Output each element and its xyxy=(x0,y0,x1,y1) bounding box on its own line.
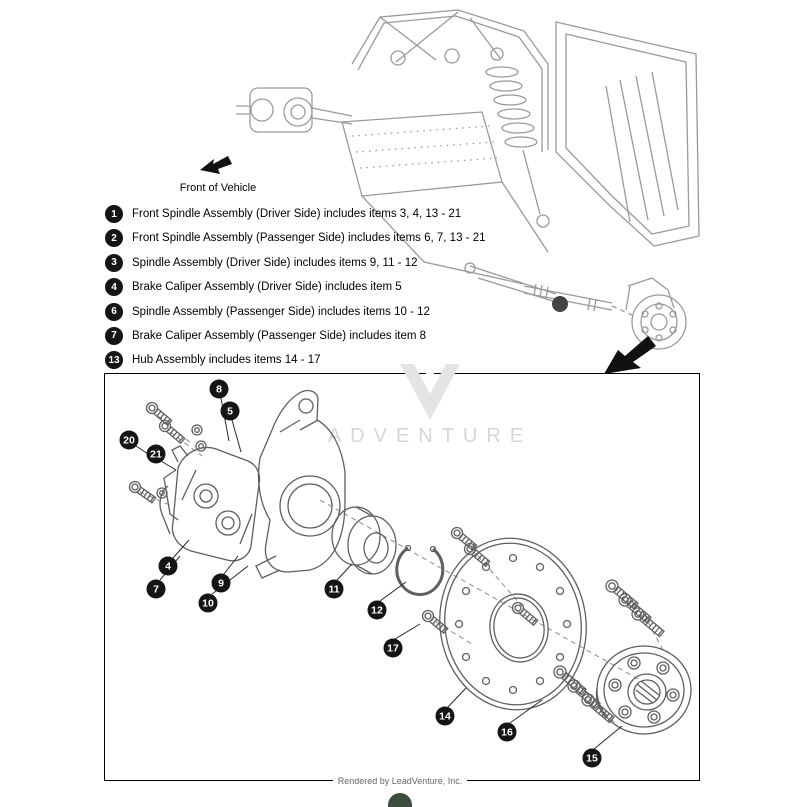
legend-item: 2 Front Spindle Assembly (Passenger Side… xyxy=(105,229,486,248)
callout-11: 11 xyxy=(324,579,344,599)
caliper-bolts-drawing xyxy=(126,399,207,506)
callout-9: 9 xyxy=(211,573,231,593)
assembly-axis-lines xyxy=(139,415,665,723)
callout-4: 4 xyxy=(158,556,178,576)
spindle-knuckle-drawing xyxy=(255,389,346,579)
exploded-view-drawing xyxy=(126,389,692,750)
legend-item-text: Brake Caliper Assembly (Passenger Side) … xyxy=(132,329,427,342)
legend-item-text: Hub Assembly includes items 14 - 17 xyxy=(132,354,321,367)
footer-credit: Rendered by LeadVenture, Inc. xyxy=(0,776,800,786)
callout-10: 10 xyxy=(198,593,218,613)
hub-drawing xyxy=(595,645,692,735)
legend-item: 4 Brake Caliper Assembly (Driver Side) i… xyxy=(105,278,485,297)
legend-item: 1 Front Spindle Assembly (Driver Side) i… xyxy=(105,205,485,223)
legend: 1 Front Spindle Assembly (Driver Side) i… xyxy=(105,205,485,376)
front-hub-drawing xyxy=(625,277,675,311)
legend-item-text: Spindle Assembly (Driver Side) includes … xyxy=(132,256,418,269)
legend-item-number: 2 xyxy=(105,229,123,248)
legend-item: 3 Spindle Assembly (Driver Side) include… xyxy=(105,253,485,272)
legend-item-number: 13 xyxy=(105,351,123,370)
pointer-arrow xyxy=(604,336,656,374)
bearing-drawing xyxy=(331,506,397,575)
rotor-bolts-drawing xyxy=(419,524,540,636)
wheel-studs-drawing xyxy=(550,576,667,726)
snap-ring-drawing xyxy=(395,544,445,596)
brake-caliper-drawing xyxy=(159,445,261,562)
callout-7: 7 xyxy=(146,579,166,599)
chassis-frame-drawing xyxy=(236,9,700,350)
legend-item-text: Brake Caliper Assembly (Driver Side) inc… xyxy=(132,281,402,294)
callout-15: 15 xyxy=(582,748,602,768)
ball-joint-drawing xyxy=(552,296,568,312)
legend-item: 7 Brake Caliper Assembly (Passenger Side… xyxy=(105,326,485,345)
front-of-vehicle-label: Front of Vehicle xyxy=(179,182,257,194)
footer-credit-text: Rendered by LeadVenture, Inc. xyxy=(332,776,468,786)
cv-axle-drawing xyxy=(523,285,613,311)
brake-rotor-drawing xyxy=(439,537,587,711)
callout-8: 8 xyxy=(209,379,229,399)
front-of-vehicle: Front of Vehicle xyxy=(146,154,290,194)
legend-item-number: 4 xyxy=(105,278,123,297)
callout-21: 21 xyxy=(146,444,166,464)
legend-item-number: 6 xyxy=(105,302,123,321)
legend-item-number: 1 xyxy=(105,205,123,223)
legend-item: 13 Hub Assembly includes items 14 - 17 xyxy=(105,351,485,370)
callout-17: 17 xyxy=(383,638,403,658)
shock-top-mount xyxy=(490,47,504,61)
callout-12: 12 xyxy=(367,600,387,620)
callout-16: 16 xyxy=(497,722,517,742)
legend-item-number: 3 xyxy=(105,253,123,272)
callout-5: 5 xyxy=(220,401,240,421)
front-direction-arrow-icon xyxy=(200,156,232,174)
legend-item: 6 Spindle Assembly (Passenger Side) incl… xyxy=(105,302,485,321)
legend-item-text: Spindle Assembly (Passenger Side) includ… xyxy=(132,305,430,318)
legend-item-text: Front Spindle Assembly (Passenger Side) … xyxy=(132,232,486,245)
legend-item-number: 7 xyxy=(105,326,123,345)
legend-item-text: Front Spindle Assembly (Driver Side) inc… xyxy=(132,208,462,220)
callout-14: 14 xyxy=(435,706,455,726)
callout-20: 20 xyxy=(119,430,139,450)
